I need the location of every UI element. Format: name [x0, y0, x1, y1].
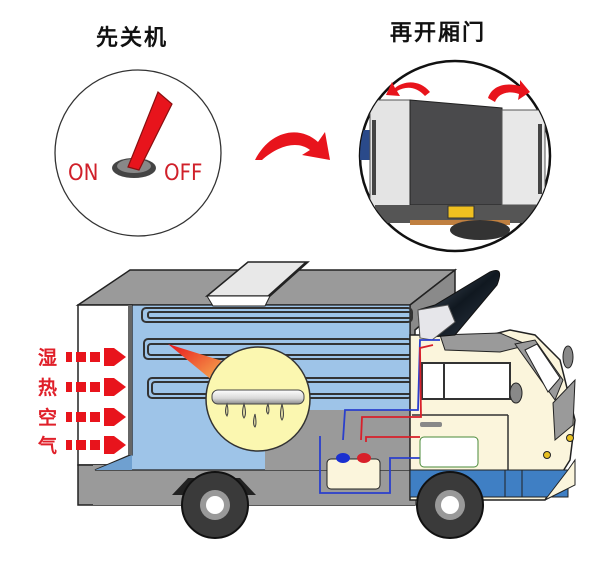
step2-title: 再开厢门 — [390, 20, 487, 46]
door-open-right-arrow-icon — [488, 80, 530, 102]
step1-title: 先关机 — [96, 25, 169, 51]
power-switch-panel: ON OFF — [54, 69, 222, 237]
label-air-1: 空 — [38, 407, 58, 429]
open-doors-panel — [358, 59, 552, 253]
truck-illustration — [66, 261, 576, 539]
door-open-left-arrow-icon — [386, 82, 430, 96]
off-label: OFF — [164, 161, 202, 186]
label-hot: 热 — [38, 377, 58, 399]
on-label: ON — [68, 161, 98, 186]
label-air-2: 气 — [38, 435, 58, 457]
hot-air-inflow-arrows — [66, 348, 126, 454]
label-humid: 湿 — [38, 347, 58, 369]
next-step-arrow-icon — [255, 132, 330, 160]
switch-lever — [127, 90, 173, 171]
